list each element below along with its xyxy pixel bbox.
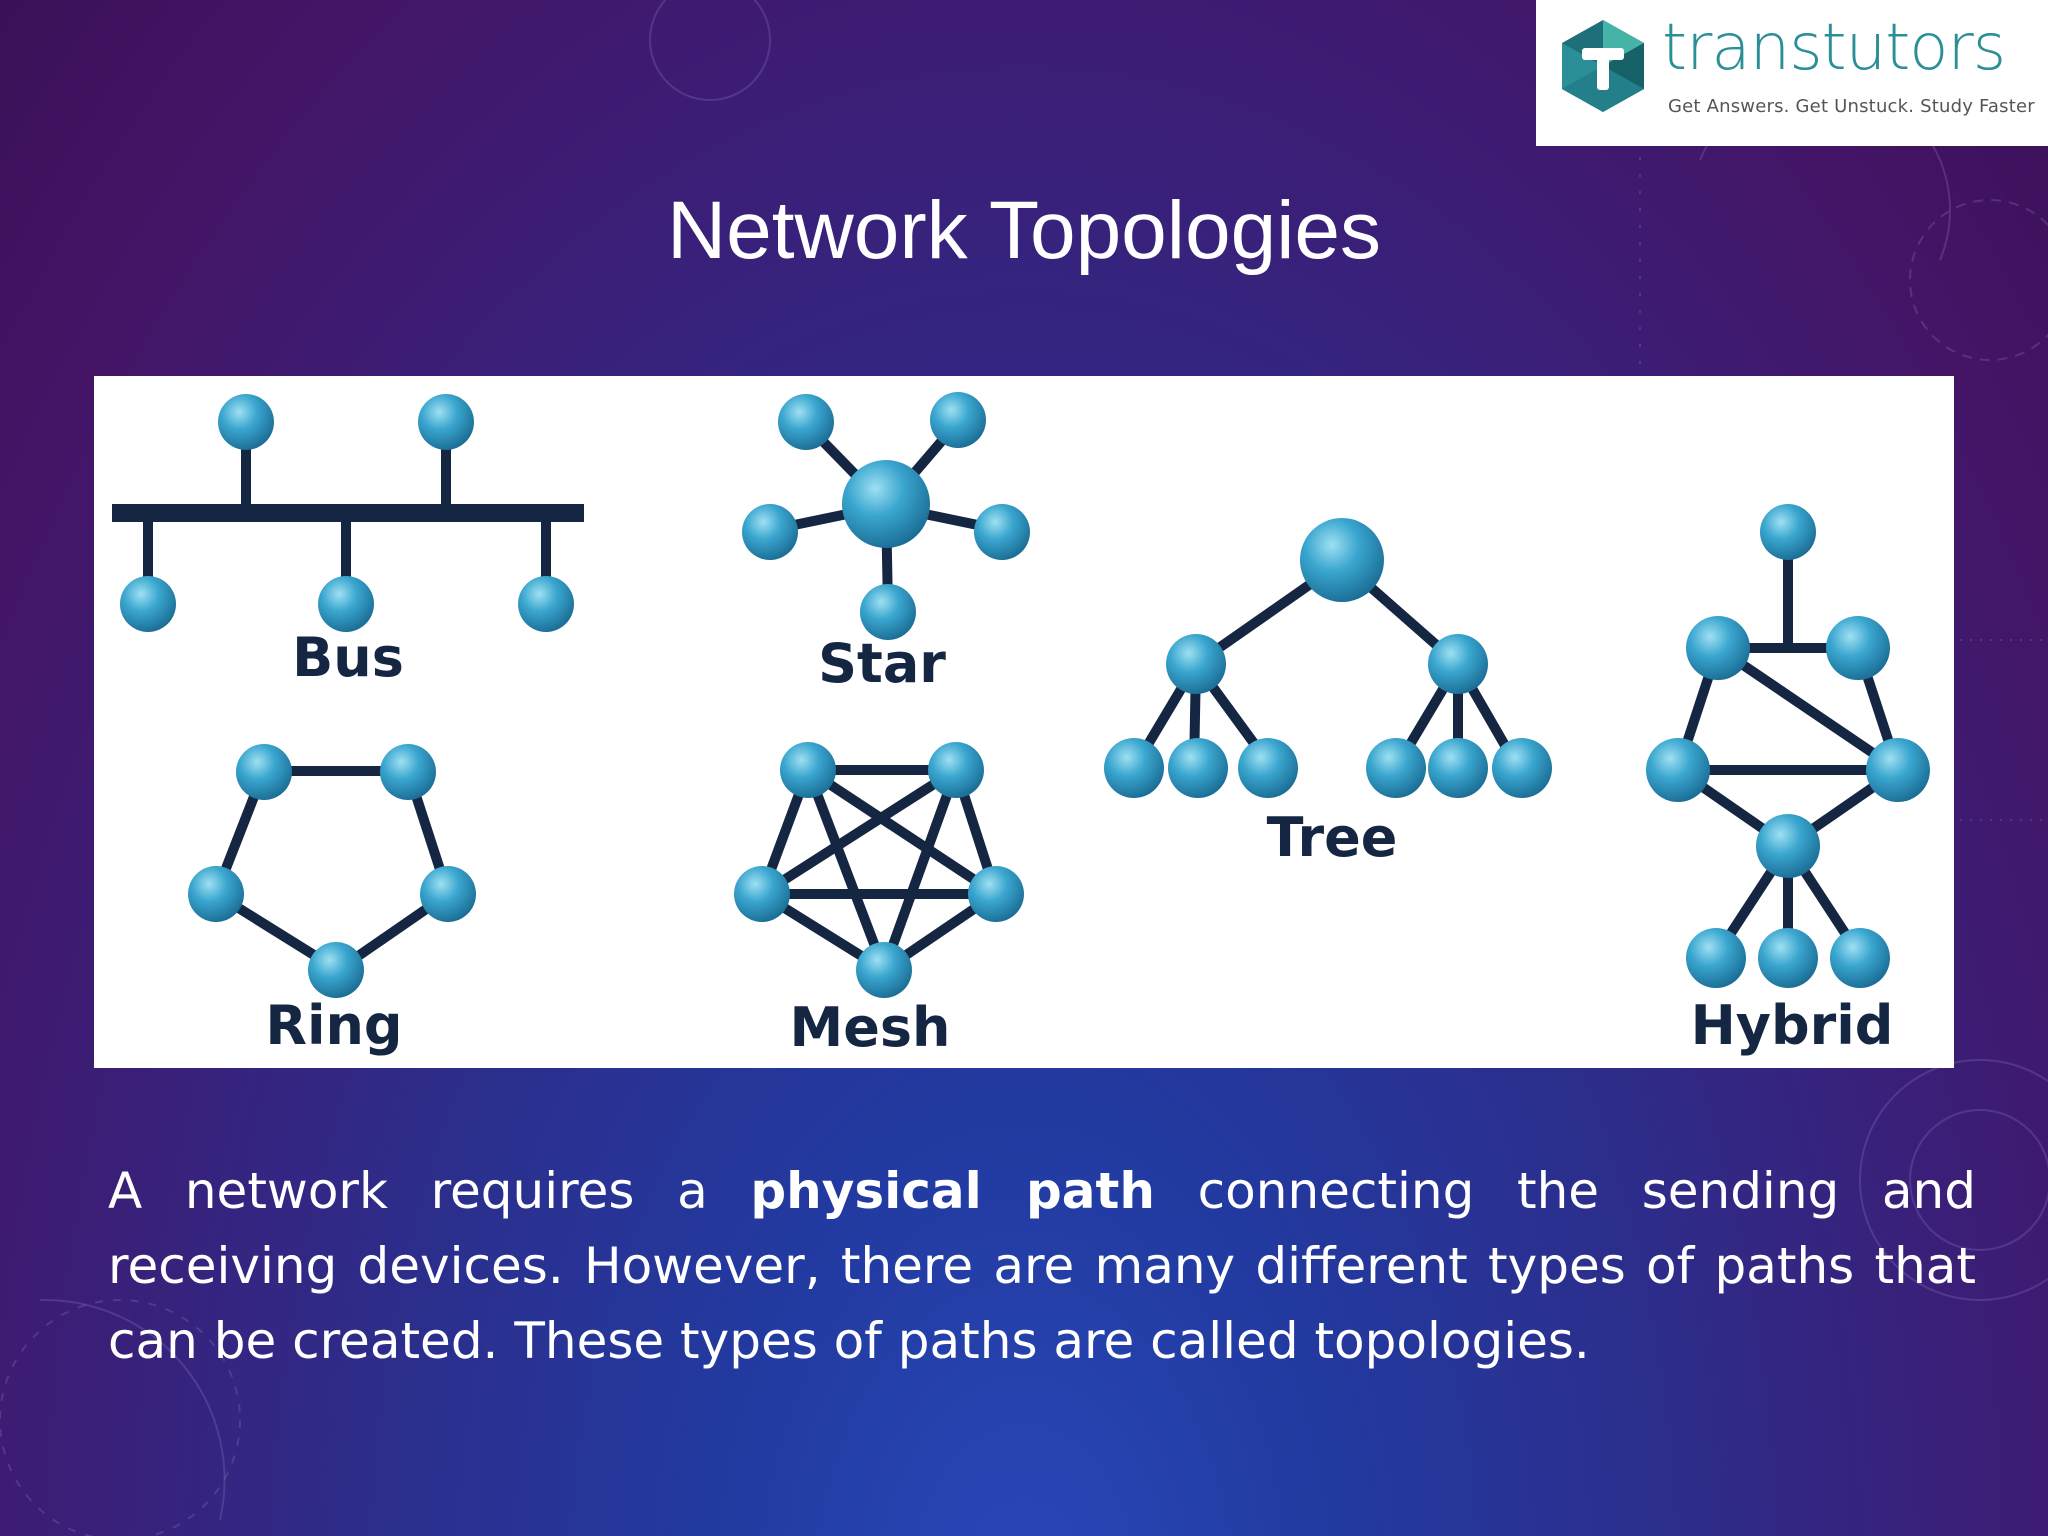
mesh-topology xyxy=(757,765,1001,975)
tree-node xyxy=(1492,738,1552,798)
bus-node xyxy=(418,394,474,450)
mesh-label: Mesh xyxy=(790,996,951,1059)
logo-tagline: Get Answers. Get Unstuck. Study Faster xyxy=(1668,96,2035,117)
description-paragraph: A network requires a physical path conne… xyxy=(108,1154,1976,1379)
tree-nodes xyxy=(1104,518,1552,798)
ring-node xyxy=(420,866,476,922)
ring-node xyxy=(308,942,364,998)
tree-node xyxy=(1168,738,1228,798)
hybrid-node xyxy=(1756,814,1820,878)
mesh-node xyxy=(734,866,790,922)
tree-label: Tree xyxy=(1267,806,1398,869)
star-nodes xyxy=(742,392,1030,640)
slide-title: Network Topologies xyxy=(666,185,1382,276)
hybrid-node xyxy=(1686,928,1746,988)
bus-node xyxy=(120,576,176,632)
bus-node xyxy=(218,394,274,450)
hybrid-node xyxy=(1866,738,1930,802)
hybrid-node xyxy=(1758,928,1818,988)
tree-node xyxy=(1166,634,1226,694)
star-node xyxy=(778,394,834,450)
hybrid-node xyxy=(1826,616,1890,680)
star-node xyxy=(860,584,916,640)
mesh-node xyxy=(928,742,984,798)
bus-label: Bus xyxy=(292,626,404,689)
ring-node xyxy=(380,744,436,800)
transtutors-logo[interactable]: transtutors Get Answers. Get Unstuck. St… xyxy=(1536,0,2048,146)
star-node xyxy=(974,504,1030,560)
tree-node xyxy=(1366,738,1426,798)
description-part-2: connecting the sending and receiving dev… xyxy=(108,1162,1976,1370)
hybrid-nodes xyxy=(1646,504,1930,988)
hybrid-node xyxy=(1646,738,1710,802)
star-label: Star xyxy=(818,632,946,695)
ring-node xyxy=(236,744,292,800)
hybrid-topology xyxy=(1673,532,1903,959)
star-node xyxy=(742,504,798,560)
hybrid-label: Hybrid xyxy=(1691,994,1894,1057)
description-part-1: A network requires a xyxy=(108,1162,751,1220)
star-node xyxy=(930,392,986,448)
bus-nodes xyxy=(120,394,574,632)
description-emphasis: physical path xyxy=(750,1162,1155,1220)
topology-diagram: Bus Star xyxy=(94,376,1954,1068)
logo-wordmark: transtutors xyxy=(1662,11,2006,85)
ring-node xyxy=(188,866,244,922)
tree-node xyxy=(1428,738,1488,798)
hybrid-node xyxy=(1830,928,1890,988)
mesh-nodes xyxy=(734,742,1024,998)
tree-root-node xyxy=(1300,518,1384,602)
tree-node xyxy=(1238,738,1298,798)
mesh-node xyxy=(856,942,912,998)
star-hub-node xyxy=(842,460,930,548)
ring-nodes xyxy=(188,744,476,998)
topology-diagram-svg: Bus Star xyxy=(112,392,1930,1059)
hybrid-node xyxy=(1686,616,1750,680)
bus-topology xyxy=(112,426,584,598)
tree-node xyxy=(1428,634,1488,694)
bus-node xyxy=(518,576,574,632)
hybrid-node xyxy=(1760,504,1816,560)
transtutors-logo-icon xyxy=(1562,20,1644,112)
mesh-node xyxy=(780,742,836,798)
tree-node xyxy=(1104,738,1164,798)
ring-label: Ring xyxy=(265,994,402,1057)
ring-topology xyxy=(209,766,454,976)
bus-node xyxy=(318,576,374,632)
mesh-node xyxy=(968,866,1024,922)
